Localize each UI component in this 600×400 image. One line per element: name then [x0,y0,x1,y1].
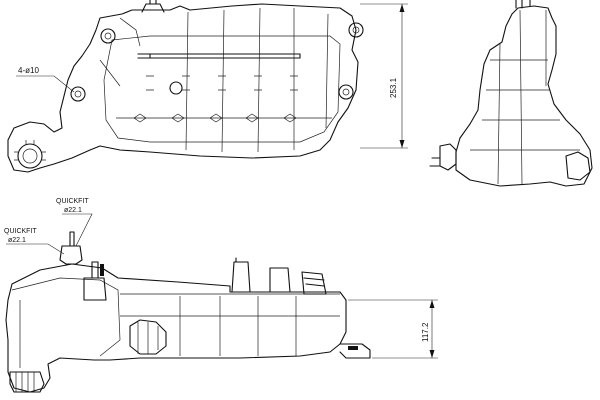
top-view-bolt-boss-3 [348,22,364,38]
front-view-height-extension [348,299,438,359]
quickfit-upper-size: ø22.1 [64,207,82,214]
top-view-rib-1 [185,11,189,151]
top-view-rib-5 [325,13,329,129]
side-view [429,0,593,187]
front-view: QUICKFIT ø22.1 QUICKFIT ø22.1 117.2 [4,198,438,393]
top-view-tank-outline [7,3,359,173]
top-view-bolt-boss-4 [338,84,354,100]
front-view-cap [129,319,167,355]
top-view-height-extension [360,3,408,149]
front-view-sensor [83,261,107,301]
top-view-rib-3 [257,7,261,153]
top-view-height-arrow-bottom [399,140,405,148]
front-view-body [5,263,347,393]
top-view-filler-cap-teeth [14,140,46,161]
side-view-filler-neck [565,151,591,181]
top-view-inner-outline [103,35,341,143]
front-view-chamber-lines [120,293,340,356]
top-view-side-arm [99,17,141,87]
top-view: 4-ø10 253.1 [7,0,408,173]
top-view-bolt-boss-2 [70,86,86,102]
front-view-quickfit-port [59,231,83,265]
quickfit-lower-leader [6,243,65,255]
top-view-bolt-leader [16,75,75,93]
side-view-top-connector [515,0,531,9]
top-view-rib-2 [221,9,225,153]
quickfit-lower-size: ø22.1 [8,237,26,244]
quickfit-upper-leader [62,213,93,247]
top-view-top-connector [141,0,165,13]
front-view-height-arrow-bottom [429,350,435,358]
top-view-bolt-boss-1 [100,28,116,44]
top-view-bolt-label: 4-ø10 [18,66,39,75]
quickfit-upper-title: QUICKFIT [56,198,89,205]
front-view-top-vent-1 [231,257,251,293]
front-view-filler-cap [9,371,45,393]
top-view-filler-cap-inner [22,148,38,164]
front-view-filler-cap-ribs [15,372,35,392]
front-view-left-chamber [11,277,121,368]
top-view-round-port [169,81,183,95]
front-view-height-dim: 117.2 [421,322,430,342]
side-view-outline [455,5,593,187]
front-view-cap-ribs [137,322,159,354]
front-view-height-arrow-top [429,300,435,308]
side-view-inner-contour [470,59,580,151]
front-view-top-vent-3 [301,271,327,295]
front-view-right-bracket-dark [348,346,358,350]
front-view-right-bracket [339,343,371,359]
top-view-middle-ticks [146,75,298,91]
side-view-quickfit [429,143,457,171]
top-view-center-bar [137,53,301,59]
top-view-diamond-row [116,113,332,123]
top-view-filler-cap [17,143,43,169]
side-view-vertical-contour [497,9,547,185]
top-view-height-dim: 253.1 [389,77,398,98]
top-view-height-arrow-top [399,4,405,12]
front-view-top-vent-2 [269,267,291,293]
quickfit-lower-title: QUICKFIT [4,228,37,235]
front-view-sensor-pin [100,264,104,276]
